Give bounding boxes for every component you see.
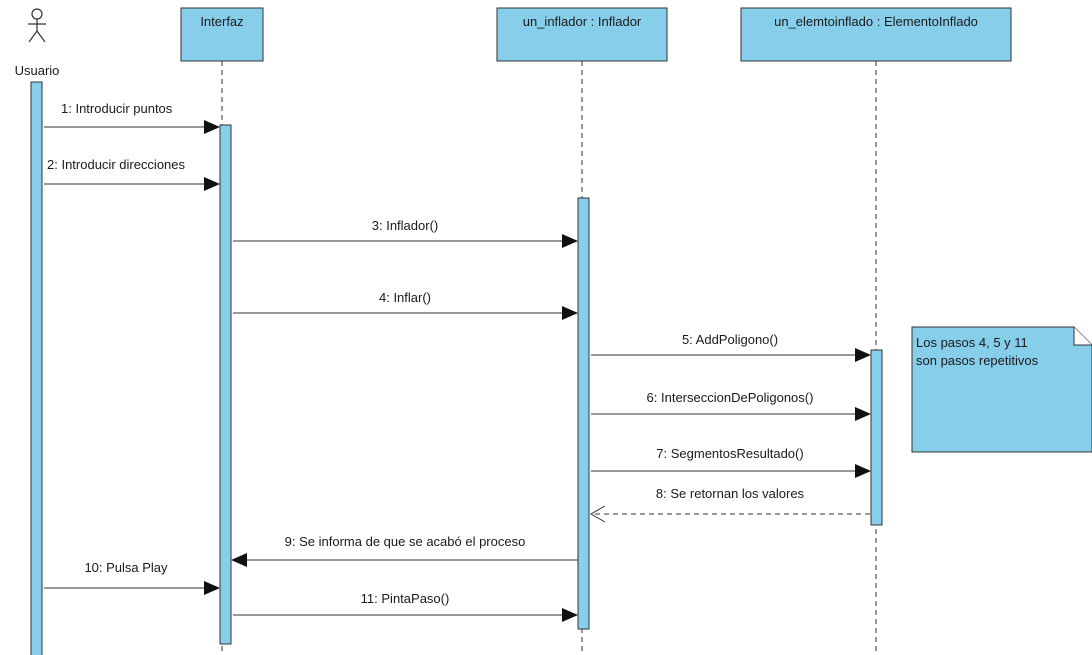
note-line-1: Los pasos 4, 5 y 11 [916,335,1028,350]
message-label: 3: Inflador() [372,218,438,233]
actor-usuario: Usuario [15,8,60,78]
message-label: 4: Inflar() [379,290,431,305]
message-8-return: 8: Se retornan los valores [589,486,870,523]
lifeline-head-elemento: un_elemtoinflado : ElementoInflado [740,7,1012,62]
note-text: Los pasos 4, 5 y 11 son pasos repetitivo… [916,334,1086,370]
message-11: 11: PintaPaso() [233,591,578,622]
message-label: 5: AddPoligono() [682,332,778,347]
activation-usuario [30,81,43,655]
message-label: 7: SegmentosResultado() [656,446,803,461]
message-5: 5: AddPoligono() [591,332,871,362]
activation-inflador [577,197,590,630]
message-label: 11: PintaPaso() [361,591,450,606]
activation-elemento [870,349,883,526]
note-line-2: son pasos repetitivos [916,353,1039,368]
message-label: 10: Pulsa Play [84,560,168,575]
message-3: 3: Inflador() [233,218,578,248]
message-9: 9: Se informa de que se acabó el proceso [231,534,578,567]
message-label: 8: Se retornan los valores [656,486,805,501]
message-1: 1: Introducir puntos [44,101,220,134]
lifeline-label-elemento: un_elemtoinflado : ElementoInflado [774,14,978,29]
message-10: 10: Pulsa Play [44,560,220,595]
message-2: 2: Introducir direcciones [44,157,220,191]
activation-interfaz [219,124,232,645]
stick-figure-icon [28,8,46,43]
message-4: 4: Inflar() [233,290,578,320]
message-6: 6: InterseccionDePoligonos() [591,390,871,421]
lifeline-label-inflador: un_inflador : Inflador [523,14,642,29]
lifeline-label-interfaz: Interfaz [200,14,243,29]
message-label: 9: Se informa de que se acabó el proceso [285,534,526,549]
actor-label: Usuario [15,63,60,78]
note [911,326,1092,453]
message-label: 6: InterseccionDePoligonos() [647,390,814,405]
message-7: 7: SegmentosResultado() [591,446,871,478]
message-label: 1: Introducir puntos [61,101,173,116]
message-label: 2: Introducir direcciones [47,157,186,172]
lifeline-head-inflador: un_inflador : Inflador [496,7,668,62]
lifeline-head-interfaz: Interfaz [180,7,264,62]
